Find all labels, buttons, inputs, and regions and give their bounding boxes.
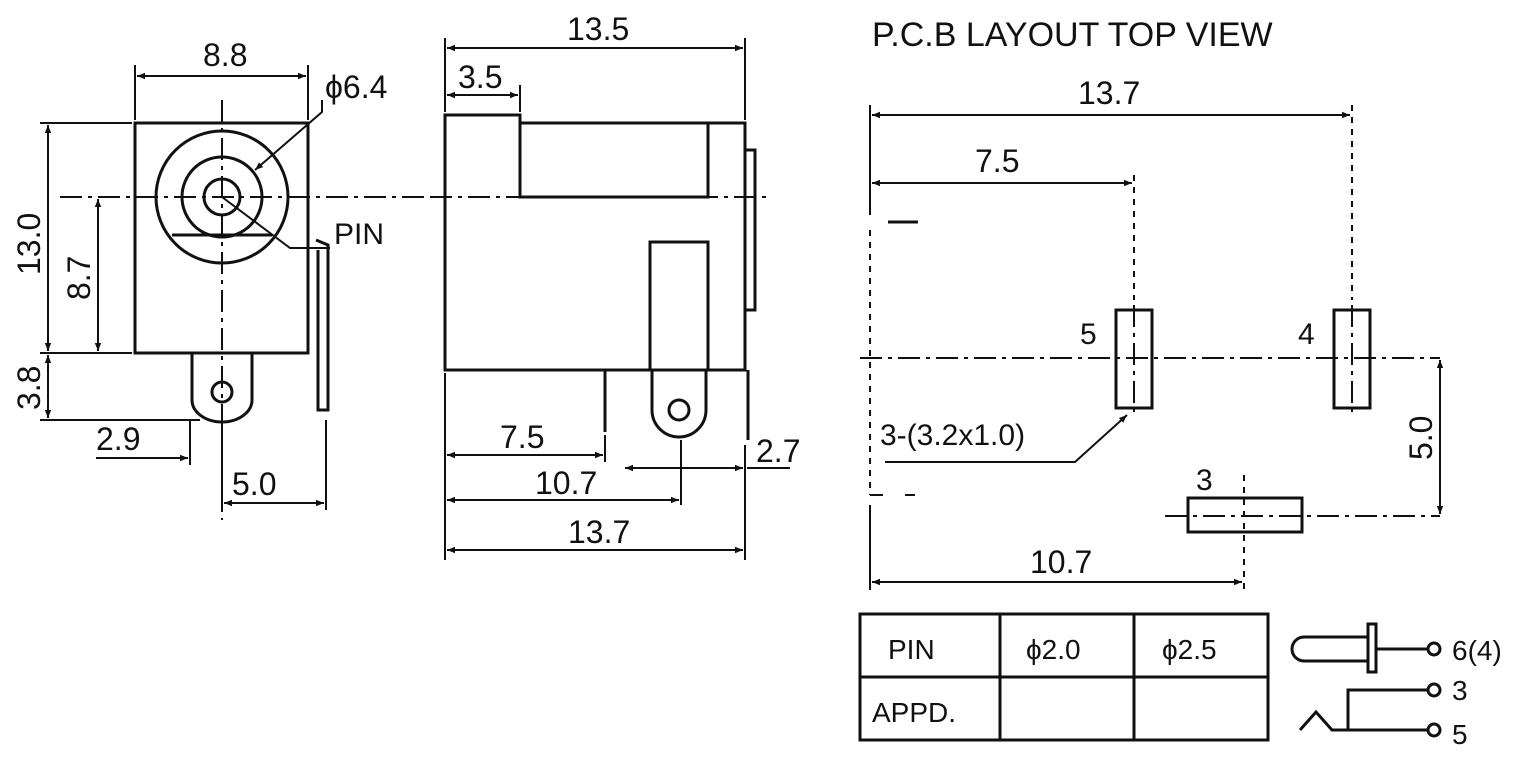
- pin-label: PIN: [334, 218, 384, 251]
- hole-label: ϕ6.4: [325, 69, 387, 105]
- table-header-2-5: ϕ2.5: [1162, 634, 1217, 665]
- center-height-label: 8.7: [61, 256, 97, 300]
- length-label: 13.5: [567, 11, 629, 47]
- terminal-b: [1426, 722, 1442, 738]
- pin-leader: [221, 196, 330, 249]
- side-tab-hole: [667, 398, 691, 422]
- pcb-pin3-label: 10.7: [1030, 544, 1092, 580]
- table-row-label: APPD.: [872, 697, 956, 728]
- upper-step-outline: [518, 123, 710, 199]
- pcb-pin5-label: 7.5: [975, 143, 1019, 179]
- pin-spacing-label: 5.0: [232, 466, 276, 502]
- side-pin-outline: [315, 238, 330, 412]
- jack-schematic: 6(4) 3 5: [1290, 622, 1502, 750]
- pin4-number: 4: [1298, 318, 1315, 351]
- table-header-2-0: ϕ2.0: [1026, 634, 1081, 665]
- offset-label: 2.9: [96, 421, 140, 457]
- pin2-label: 10.7: [535, 465, 597, 501]
- tab-height-label: 3.8: [11, 366, 47, 410]
- slot-label: 3-(3.2x1.0): [880, 419, 1025, 452]
- terminal-center: [1426, 641, 1442, 657]
- tab-recess-outline: [648, 240, 710, 370]
- table-header-pin: PIN: [888, 634, 935, 665]
- pin1-label: 7.5: [500, 419, 544, 455]
- height-label: 13.0: [11, 213, 47, 275]
- rear-plate-outline: [743, 148, 757, 312]
- pcb-width-label: 13.7: [1078, 75, 1140, 111]
- front-body-outline: [133, 121, 310, 355]
- side-tab-outline: [650, 370, 708, 439]
- front-view: 8.8 ϕ6.4 13.0 8.7 3.8 PIN 2.9 5.0: [11, 37, 430, 520]
- pcb-height-label: 5.0: [1403, 416, 1439, 460]
- pcb-title: P.C.B LAYOUT TOP VIEW: [872, 16, 1273, 54]
- wire: [1346, 688, 1428, 730]
- pin3-number: 3: [1196, 464, 1213, 497]
- front-label: 3.5: [458, 59, 502, 95]
- slot-leader: [885, 414, 1128, 463]
- pin-offset-label: 2.7: [756, 433, 800, 469]
- spring-contact: [1298, 709, 1428, 732]
- schematic-pin-a: 3: [1452, 675, 1468, 706]
- terminal-a: [1426, 682, 1442, 698]
- side-body-outline: [443, 113, 747, 372]
- pcb-layout: P.C.B LAYOUT TOP VIEW 13.7 7.5 3-(3.2x1.…: [860, 16, 1444, 590]
- side-view: 13.5 3.5 7.5 10.7 13.7 2.7: [430, 11, 800, 560]
- pin-table: PIN ϕ2.0 ϕ2.5 APPD.: [858, 612, 1270, 742]
- pad-3: [1186, 496, 1304, 534]
- overall-label: 13.7: [568, 514, 630, 550]
- pin5-number: 5: [1080, 318, 1097, 351]
- width-label: 8.8: [203, 37, 247, 73]
- plug-symbol: [1290, 635, 1368, 663]
- schematic-pin-b: 5: [1452, 719, 1468, 750]
- hole-leader: [254, 100, 323, 171]
- schematic-pin-center: 6(4): [1452, 635, 1502, 666]
- plug-flange: [1366, 622, 1378, 674]
